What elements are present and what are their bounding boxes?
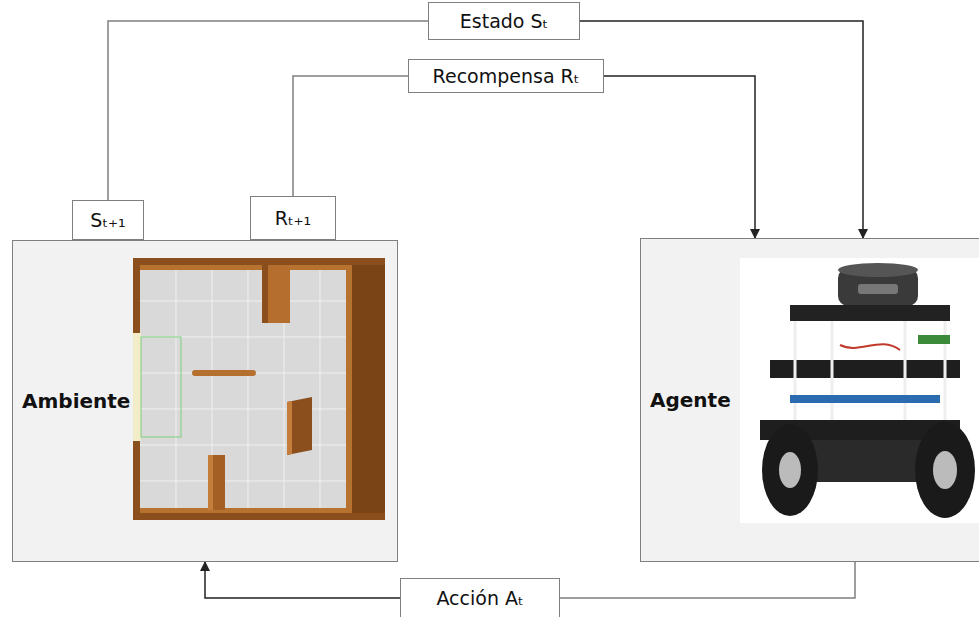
illustration-part: [12, 240, 398, 562]
illustration-part: [770, 360, 960, 378]
illustration-part: [794, 321, 797, 420]
illustration-part: [320, 265, 321, 513]
illustration-part: [346, 265, 385, 513]
illustration-part: [140, 265, 352, 513]
illustration-part: [208, 455, 225, 510]
illustration-part: [858, 284, 898, 294]
box-label: Recompensa Rₜ: [433, 65, 580, 87]
connector: [108, 21, 428, 200]
panel-title: Ambiente: [22, 389, 130, 413]
agent-panel: Agente: [640, 238, 979, 562]
reward-box: Recompensa Rₜ: [408, 59, 604, 93]
state-box: Estado Sₜ: [428, 2, 580, 40]
illustration-part: [918, 335, 950, 344]
illustration-part: [176, 265, 177, 513]
action-box: Acción Aₜ: [400, 578, 560, 617]
illustration-part: [790, 305, 950, 321]
illustration-part: [262, 265, 268, 323]
panel-title: Agente: [650, 388, 731, 412]
illustration-part: [133, 258, 385, 520]
illustration-part: [192, 370, 256, 376]
next-state-box: Sₜ₊₁: [72, 200, 144, 240]
illustration-part: [140, 265, 352, 270]
illustration-part: [262, 265, 290, 323]
next-reward-box: Rₜ₊₁: [250, 196, 336, 240]
illustration-part: [140, 481, 352, 482]
illustration-part: [762, 424, 818, 516]
connector: [205, 562, 400, 598]
illustration-part: [740, 258, 979, 523]
illustration-part: [840, 344, 900, 350]
illustration-part: [779, 452, 801, 488]
illustration-part: [248, 265, 249, 513]
illustration-part: [640, 238, 979, 562]
environment-map: [133, 258, 385, 520]
panel-grounds: [12, 238, 979, 562]
connector: [580, 21, 863, 238]
illustration-part: [133, 333, 141, 441]
connector: [604, 76, 755, 238]
illustration-part: [287, 397, 312, 455]
box-label: Sₜ₊₁: [90, 209, 125, 231]
illustration-part: [831, 321, 834, 420]
illustration-part: [790, 395, 940, 403]
illustration-part: [140, 301, 352, 302]
illustration-part: [346, 265, 352, 513]
illustration-part: [915, 422, 975, 518]
box-label: Acción Aₜ: [436, 587, 523, 609]
illustration-part: [838, 263, 918, 277]
connector: [293, 76, 408, 196]
illustration-part: [140, 445, 352, 446]
illustration-part: [287, 401, 292, 455]
illustration-part: [904, 321, 907, 420]
illustration-part: [933, 451, 957, 489]
illustration-part: [141, 337, 181, 437]
illustration-part: [208, 455, 213, 510]
illustration-part: [140, 409, 352, 410]
robot-illustration: [740, 258, 979, 523]
connector: [560, 562, 855, 598]
box-label: Estado Sₜ: [460, 10, 548, 32]
illustration-part: [140, 508, 352, 513]
environment-panel: Ambiente: [12, 240, 398, 562]
box-label: Rₜ₊₁: [275, 207, 311, 229]
